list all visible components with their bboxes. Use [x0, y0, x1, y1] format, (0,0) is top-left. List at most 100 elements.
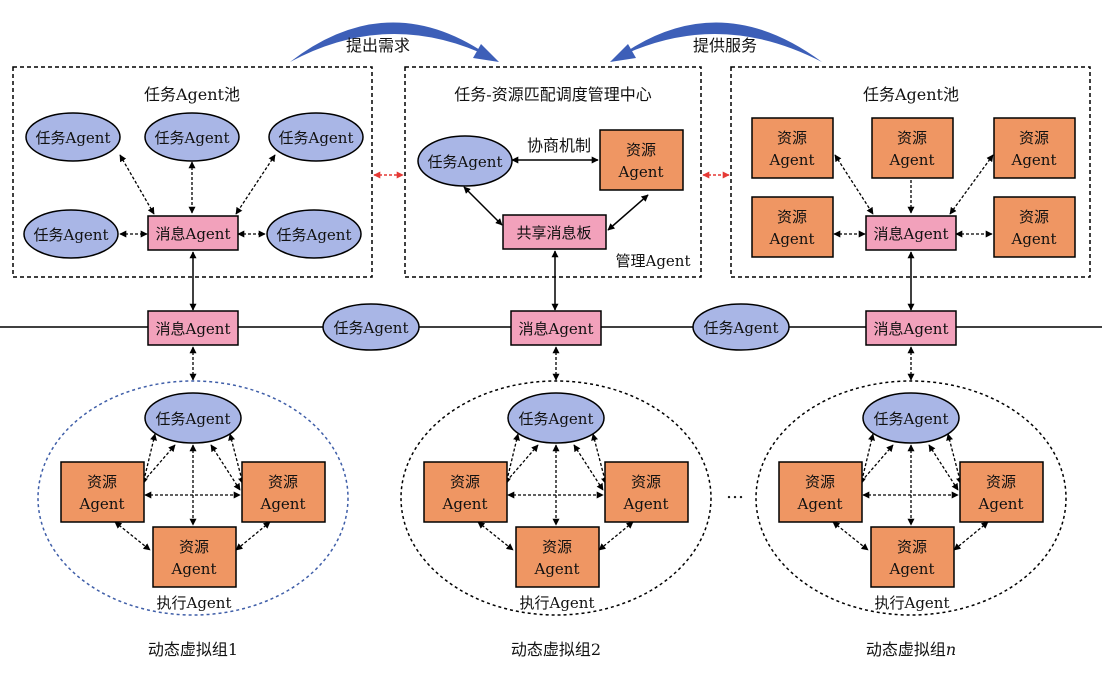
group-2-resource-bottom: 资源 Agent	[515, 526, 600, 588]
group-1-resource-left: 资源 Agent	[60, 461, 145, 523]
group-2-label: 动态虚拟组2	[511, 640, 601, 659]
svg-text:消息Agent: 消息Agent	[155, 320, 230, 338]
group-1-label: 动态虚拟组1	[148, 640, 238, 659]
right-pool-resource-1: 资源 Agent	[751, 117, 834, 179]
left-pool-task-5: 任务Agent	[266, 209, 362, 259]
group-n-task-agent: 任务Agent	[862, 392, 960, 444]
svg-text:任务Agent: 任务Agent	[427, 153, 502, 171]
ellipsis: …	[726, 482, 744, 503]
group-n-label-suffix: n	[946, 640, 956, 659]
svg-text:消息Agent: 消息Agent	[518, 320, 593, 338]
svg-text:共享消息板: 共享消息板	[516, 224, 591, 242]
svg-text:消息Agent: 消息Agent	[155, 225, 230, 243]
left-pool-task-1: 任务Agent	[25, 112, 121, 162]
right-pool-message-agent: 消息Agent	[865, 215, 957, 251]
bus-task-agent-1: 任务Agent	[322, 303, 420, 351]
negotiation-label: 协商机制	[527, 136, 591, 155]
svg-text:Agent: Agent	[889, 560, 935, 578]
right-pool-resource-3: 资源 Agent	[993, 117, 1076, 179]
left-pool-message-agent: 消息Agent	[147, 215, 239, 251]
svg-text:资源: 资源	[1019, 208, 1049, 226]
bus-message-agent-1: 消息Agent	[147, 310, 239, 346]
group-2-resource-left: 资源 Agent	[423, 461, 508, 523]
service-label: 提供服务	[693, 36, 757, 55]
svg-text:任务Agent: 任务Agent	[333, 319, 408, 337]
service-arrow	[610, 22, 822, 62]
group-1-executor-label: 执行Agent	[156, 594, 231, 612]
svg-text:资源: 资源	[777, 208, 807, 226]
group-2-executor-label: 执行Agent	[519, 594, 594, 612]
svg-text:Agent: Agent	[79, 495, 125, 513]
svg-text:资源: 资源	[626, 141, 656, 159]
svg-text:Agent: Agent	[623, 495, 669, 513]
virtual-group-2-boundary	[400, 380, 712, 616]
svg-text:资源: 资源	[631, 473, 661, 491]
left-pool-task-2: 任务Agent	[144, 112, 240, 162]
svg-text:Agent: Agent	[769, 230, 815, 248]
group-2-task-agent: 任务Agent	[507, 392, 605, 444]
svg-text:资源: 资源	[87, 473, 117, 491]
request-arrow	[290, 22, 499, 62]
manager-agent-label: 管理Agent	[615, 252, 690, 270]
svg-text:任务Agent: 任务Agent	[873, 410, 948, 428]
center-title: 任务-资源匹配调度管理中心	[454, 85, 651, 104]
svg-text:资源: 资源	[179, 538, 209, 556]
group-n-resource-bottom: 资源 Agent	[870, 526, 955, 588]
bus-task-agent-2: 任务Agent	[692, 303, 790, 351]
svg-text:Agent: Agent	[260, 495, 306, 513]
virtual-group-1-boundary	[37, 380, 349, 616]
svg-text:资源: 资源	[542, 538, 572, 556]
svg-text:Agent: Agent	[171, 560, 217, 578]
center-task-agent: 任务Agent	[417, 135, 513, 187]
left-task-pool-box	[12, 66, 373, 278]
svg-text:Agent: Agent	[978, 495, 1024, 513]
group-n-executor-label: 执行Agent	[874, 594, 949, 612]
right-pool-resource-5: 资源 Agent	[993, 196, 1076, 258]
left-pool-task-4: 任务Agent	[23, 209, 119, 259]
right-pool-resource-4: 资源 Agent	[751, 196, 834, 258]
svg-text:消息Agent: 消息Agent	[873, 225, 948, 243]
request-label: 提出需求	[346, 36, 410, 55]
svg-text:资源: 资源	[897, 538, 927, 556]
svg-text:资源: 资源	[777, 129, 807, 147]
svg-text:任务Agent: 任务Agent	[33, 226, 108, 244]
svg-text:任务Agent: 任务Agent	[35, 129, 110, 147]
svg-text:Agent: Agent	[769, 151, 815, 169]
svg-text:资源: 资源	[1019, 129, 1049, 147]
shared-message-board: 共享消息板	[502, 214, 607, 250]
svg-text:消息Agent: 消息Agent	[873, 320, 948, 338]
svg-text:Agent: Agent	[889, 151, 935, 169]
svg-text:任务Agent: 任务Agent	[518, 410, 593, 428]
group-n-label: 动态虚拟组n	[866, 640, 956, 659]
svg-text:Agent: Agent	[442, 495, 488, 513]
svg-text:任务Agent: 任务Agent	[703, 319, 778, 337]
virtual-group-n-boundary	[755, 380, 1067, 616]
svg-text:Agent: Agent	[1011, 151, 1057, 169]
svg-text:任务Agent: 任务Agent	[276, 226, 351, 244]
right-pool-resource-2: 资源 Agent	[871, 117, 954, 179]
group-n-resource-right: 资源 Agent	[959, 461, 1044, 523]
group-1-resource-right: 资源 Agent	[241, 461, 326, 523]
svg-text:任务Agent: 任务Agent	[154, 129, 229, 147]
left-pool-title: 任务Agent池	[144, 85, 240, 104]
group-1-resource-bottom: 资源 Agent	[152, 526, 237, 588]
svg-text:资源: 资源	[897, 129, 927, 147]
group-n-resource-left: 资源 Agent	[778, 461, 863, 523]
svg-text:任务Agent: 任务Agent	[155, 410, 230, 428]
svg-text:Agent: Agent	[797, 495, 843, 513]
left-pool-task-3: 任务Agent	[268, 112, 364, 162]
bus-message-agent-2: 消息Agent	[510, 310, 602, 346]
svg-text:资源: 资源	[805, 473, 835, 491]
svg-text:Agent: Agent	[1011, 230, 1057, 248]
right-task-pool-box	[730, 66, 1091, 278]
group-n-label-prefix: 动态虚拟组	[866, 640, 946, 659]
group-2-resource-right: 资源 Agent	[604, 461, 689, 523]
right-pool-title: 任务Agent池	[863, 85, 959, 104]
svg-text:资源: 资源	[268, 473, 298, 491]
svg-text:资源: 资源	[450, 473, 480, 491]
svg-text:Agent: Agent	[534, 560, 580, 578]
center-resource-agent: 资源 Agent	[599, 129, 684, 191]
svg-text:Agent: Agent	[618, 163, 664, 181]
svg-text:资源: 资源	[986, 473, 1016, 491]
